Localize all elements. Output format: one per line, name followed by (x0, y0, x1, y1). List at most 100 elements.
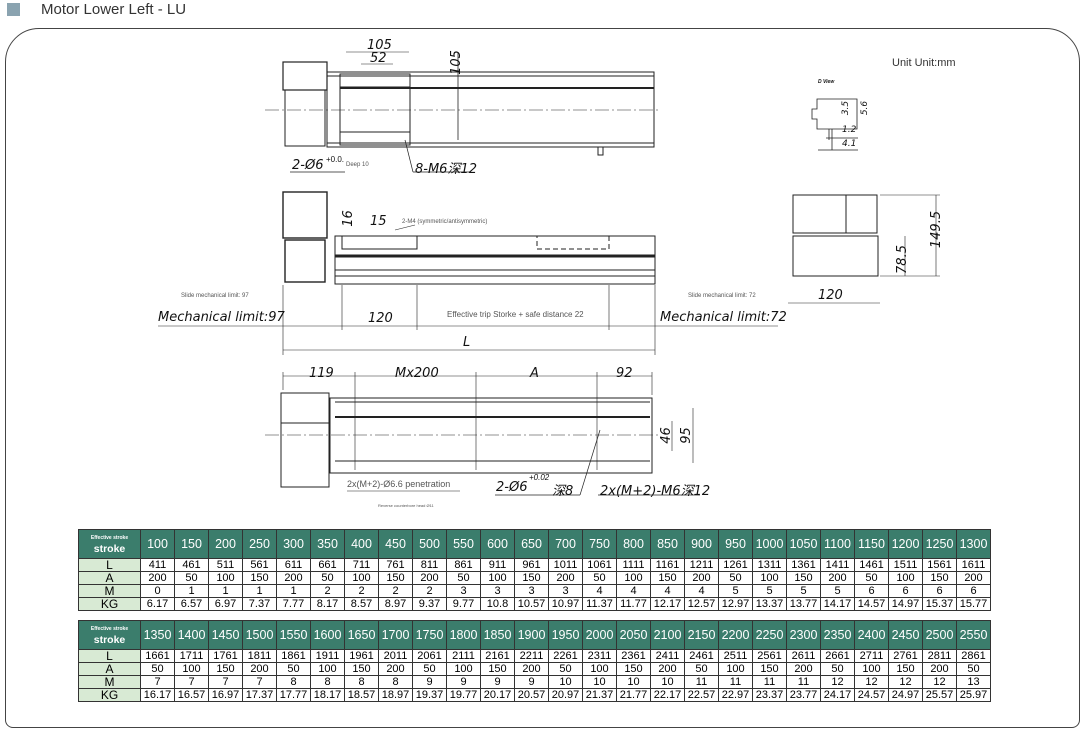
value-cell: 5 (718, 584, 753, 598)
value-cell: 100 (718, 662, 753, 676)
value-cell: 2161 (480, 649, 515, 663)
value-cell: 50 (718, 571, 753, 585)
slide-limit-right: Slide mechanical limit: 72 (688, 293, 756, 299)
header-main-label: stroke (93, 634, 126, 646)
dim-16: 16 (340, 210, 356, 227)
value-cell: 21.37 (582, 688, 617, 702)
thread-note-top: 8-M6深12 (415, 162, 477, 177)
dim-4-1: 4.1 (842, 139, 857, 149)
stroke-cell: 1400 (174, 620, 209, 650)
value-cell: 200 (378, 662, 413, 676)
dim-1-2: 1.2 (842, 125, 857, 135)
mechanical-limit-right: Mechanical limit:72 (660, 310, 787, 325)
value-cell: 561 (242, 558, 277, 572)
value-cell: 9.37 (412, 597, 447, 611)
value-cell: 1261 (718, 558, 753, 572)
value-cell: 50 (174, 571, 209, 585)
stroke-cell: 550 (446, 529, 481, 559)
value-cell: 11.77 (616, 597, 651, 611)
value-cell: 15.77 (956, 597, 991, 611)
value-cell: 1 (276, 584, 311, 598)
value-cell: 10 (582, 675, 617, 689)
value-cell: 1011 (548, 558, 583, 572)
value-cell: 7 (140, 675, 175, 689)
value-cell: 200 (548, 571, 583, 585)
stroke-cell: 1200 (888, 529, 923, 559)
value-cell: 13.77 (786, 597, 821, 611)
stroke-cell: 950 (718, 529, 753, 559)
header-small-label: Effective stroke (90, 535, 129, 541)
m4-note: 2-M4 (symmetric/antisymmetric) (402, 219, 488, 225)
stroke-note: Effective trip Storke + safe distance 22 (447, 310, 584, 319)
value-cell: 24.17 (820, 688, 855, 702)
stroke-cell: 1800 (446, 620, 481, 650)
value-cell: 200 (140, 571, 175, 585)
value-cell: 14.97 (888, 597, 923, 611)
stroke-cell: 2150 (684, 620, 719, 650)
end-view-drawing (788, 194, 940, 304)
dim-95: 95 (678, 427, 694, 444)
value-cell: 11.37 (582, 597, 617, 611)
stroke-cell: 2200 (718, 620, 753, 650)
value-cell: 6.17 (140, 597, 175, 611)
content-frame (5, 28, 1080, 728)
value-cell: 1 (174, 584, 209, 598)
value-cell: 12 (820, 675, 855, 689)
value-cell: 6.97 (208, 597, 243, 611)
value-cell: 1461 (854, 558, 889, 572)
value-cell: 1861 (276, 649, 311, 663)
section-marker-icon (7, 3, 20, 16)
value-cell: 8.97 (378, 597, 413, 611)
value-cell: 100 (310, 662, 345, 676)
value-cell: 411 (140, 558, 175, 572)
value-cell: 4 (582, 584, 617, 598)
value-cell: 50 (684, 662, 719, 676)
stroke-cell: 2300 (786, 620, 821, 650)
stroke-cell: 700 (548, 529, 583, 559)
value-cell: 14.57 (854, 597, 889, 611)
value-cell: 100 (752, 571, 787, 585)
value-cell: 2511 (718, 649, 753, 663)
dim-119: 119 (309, 366, 334, 381)
value-cell: 23.77 (786, 688, 821, 702)
value-cell: 11 (786, 675, 821, 689)
slide-limit-left: Slide mechanical limit: 97 (181, 293, 249, 299)
value-cell: 20.97 (548, 688, 583, 702)
value-cell: 10 (650, 675, 685, 689)
stroke-cell: 450 (378, 529, 413, 559)
value-cell: 2061 (412, 649, 447, 663)
row-label: L (78, 649, 141, 663)
value-cell: 2211 (514, 649, 549, 663)
value-cell: 1211 (684, 558, 719, 572)
value-cell: 1311 (752, 558, 787, 572)
stroke-cell: 2000 (582, 620, 617, 650)
value-cell: 2361 (616, 649, 651, 663)
value-cell: 2261 (548, 649, 583, 663)
value-cell: 10.8 (480, 597, 515, 611)
value-cell: 1661 (140, 649, 175, 663)
value-cell: 12 (888, 675, 923, 689)
stroke-cell: 650 (514, 529, 549, 559)
value-cell: 1711 (174, 649, 209, 663)
value-cell: 150 (480, 662, 515, 676)
value-cell: 22.57 (684, 688, 719, 702)
row-label: A (78, 571, 141, 585)
value-cell: 9 (480, 675, 515, 689)
pin-note: 2-Ø6 (496, 480, 528, 495)
value-cell: 13.37 (752, 597, 787, 611)
value-cell: 17.77 (276, 688, 311, 702)
value-cell: 1911 (310, 649, 345, 663)
value-cell: 7 (242, 675, 277, 689)
stroke-cell: 1700 (378, 620, 413, 650)
hole-note: 2-Ø6 (292, 158, 324, 173)
value-cell: 100 (208, 571, 243, 585)
row-label: M (78, 584, 141, 598)
header-small-label: Effective stroke (90, 626, 129, 632)
value-cell: 2111 (446, 649, 481, 663)
